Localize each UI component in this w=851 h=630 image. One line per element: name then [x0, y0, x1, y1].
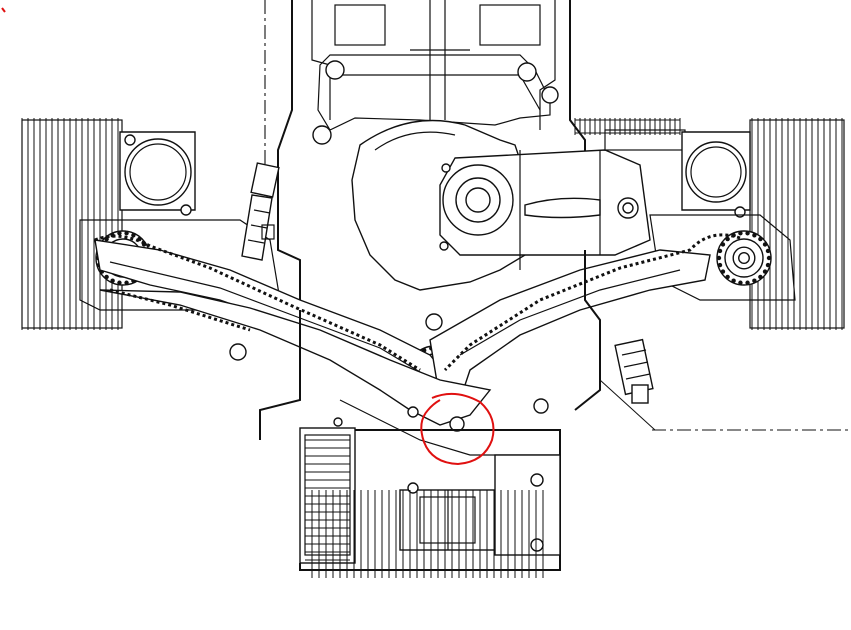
highlight-circle — [420, 392, 495, 466]
lower-cooling-fins — [305, 439, 544, 578]
right-cylinder-head — [649, 131, 796, 301]
tensioner-rail — [99, 289, 492, 426]
upper-housing — [277, 0, 586, 310]
right-tensioner-bolt — [614, 338, 654, 404]
leader-line — [599, 379, 656, 431]
timing-chain-left — [94, 234, 421, 372]
stray-mark — [1, 7, 6, 13]
left-cylinder-fins — [21, 118, 123, 330]
left-tensioner-bolt — [241, 162, 280, 261]
timing-chain-lower — [109, 288, 251, 332]
right-cam-sprocket-icon — [716, 230, 772, 286]
